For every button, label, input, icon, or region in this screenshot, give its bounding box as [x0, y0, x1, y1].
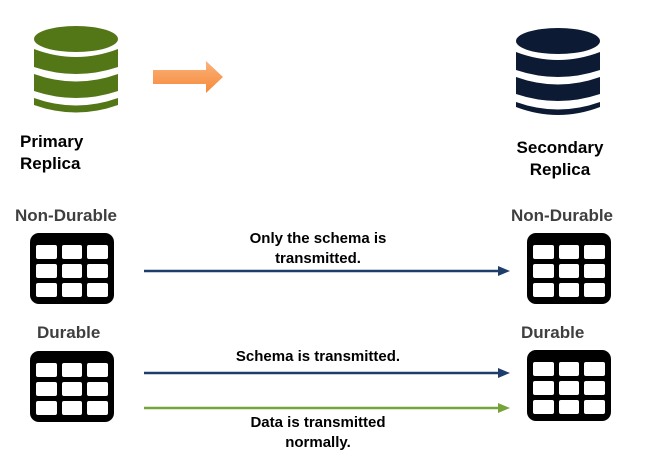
arrow-right-icon: [152, 60, 224, 94]
durable-schema-flow-text: Schema is transmitted.: [200, 347, 436, 367]
secondary-label-line1: Secondary: [516, 138, 604, 157]
flow-text-line1: Schema is transmitted.: [235, 348, 401, 365]
secondary-label-line2: Replica: [529, 160, 591, 179]
primary-label-line2: Replica: [20, 154, 81, 173]
flow-text-line1: Only the schema is: [249, 230, 387, 247]
primary-database-icon: [33, 25, 119, 115]
table-icon: [30, 351, 114, 422]
durable-data-flow-text: Data is transmitted normally.: [200, 413, 436, 453]
non-durable-left-label: Non-Durable: [15, 206, 117, 225]
flow-text-line2: transmitted.: [275, 250, 361, 267]
non-durable-right-label: Non-Durable: [511, 206, 613, 225]
flow-text-line1: Data is transmitted: [250, 414, 386, 431]
primary-label-line1: Primary: [20, 132, 84, 151]
durable-left-label: Durable: [37, 323, 101, 342]
table-icon: [527, 350, 611, 421]
table-icon: [30, 233, 114, 304]
secondary-replica-label: Secondary Replica: [508, 137, 612, 181]
schema-transfer-arrow-nondurable: [144, 265, 510, 277]
durable-right-label: Durable: [521, 323, 585, 342]
table-icon: [527, 233, 611, 304]
secondary-database-icon: [515, 27, 601, 119]
non-durable-flow-text: Only the schema is transmitted.: [200, 229, 436, 269]
flow-text-line2: normally.: [285, 434, 351, 451]
primary-replica-label: Primary Replica: [20, 131, 83, 175]
data-transfer-arrow-durable: [144, 402, 510, 414]
schema-transfer-arrow-durable: [144, 367, 510, 379]
